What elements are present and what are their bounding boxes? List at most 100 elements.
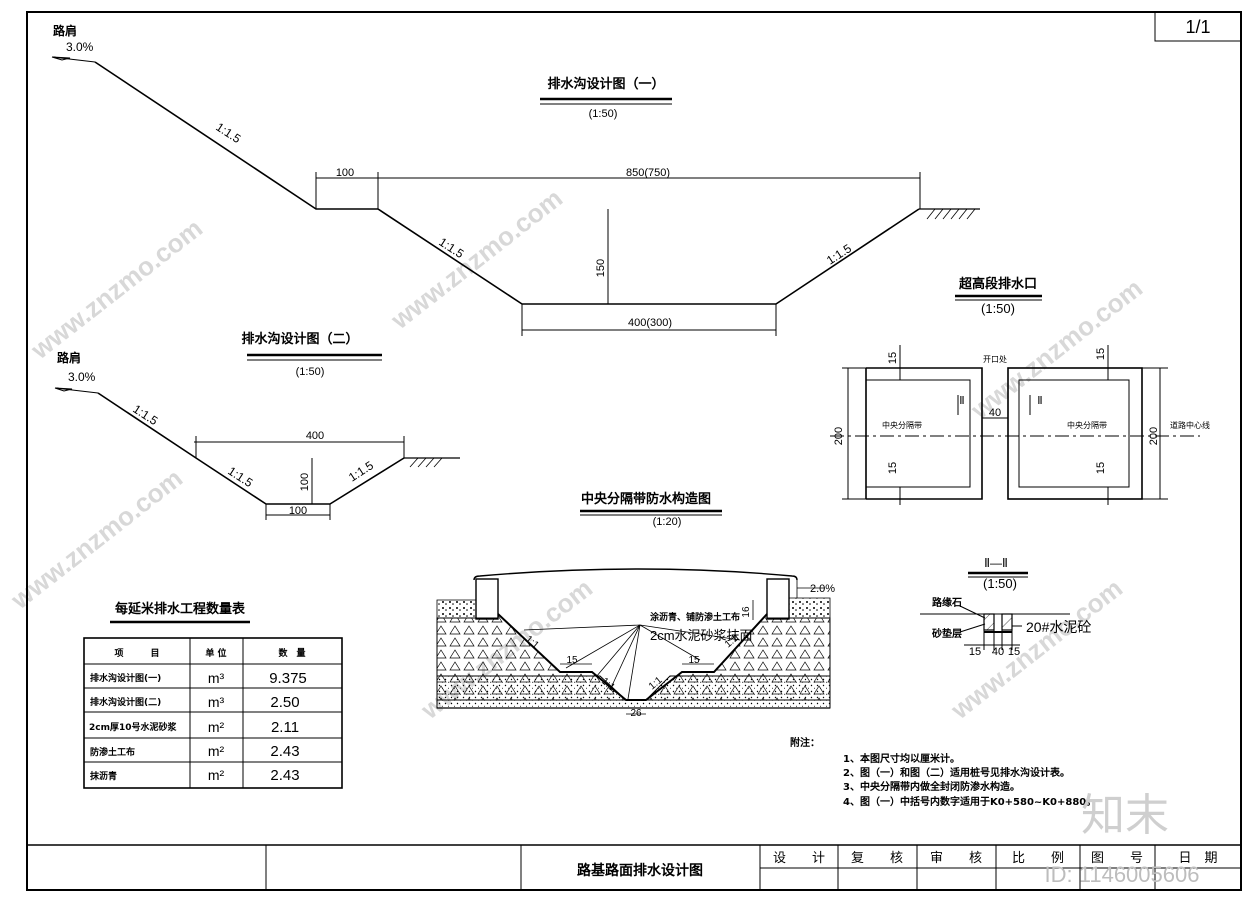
figure-scale: (1:50) xyxy=(983,576,1017,591)
table-cell-qty: 2.43 xyxy=(270,743,299,760)
table-header: 项 目 xyxy=(114,648,159,659)
id-watermark: ID: 1146005606 xyxy=(1045,862,1200,887)
watermark-text: www.znzmo.com xyxy=(384,183,568,336)
curb-label: 路缘石 xyxy=(932,596,962,609)
slope-label: 1:1.5 xyxy=(346,458,376,484)
table-cell-unit: m² xyxy=(208,719,225,735)
table-cell-unit: m³ xyxy=(208,694,225,710)
review-label: 复 核 xyxy=(851,851,903,866)
dim-26: 26 xyxy=(630,708,642,719)
note-mortar: 2cm水泥砂浆抹面 xyxy=(650,628,753,643)
median-label: 中央分隔带 xyxy=(882,420,922,430)
dim-c: 15 xyxy=(1008,646,1020,658)
note-item: 3、中央分隔带内做全封闭防渗水构造。 xyxy=(843,780,1020,793)
figure-scale: (1:50) xyxy=(296,366,325,378)
drawing-frame xyxy=(26,11,1242,891)
table-cell-unit: m² xyxy=(208,767,225,783)
table-cell-qty: 2.43 xyxy=(270,767,299,784)
concrete-label: 20#水泥砼 xyxy=(1026,619,1091,635)
ditch-profile-line xyxy=(94,61,920,305)
scale-label: 比 例 xyxy=(1012,851,1064,866)
figure-title: 排水沟设计图（一） xyxy=(547,76,664,92)
dim-b: 40 xyxy=(992,646,1004,658)
watermark-layer: www.znzmo.com www.znzmo.com www.znzmo.co… xyxy=(4,183,1148,726)
table-cell-item: 防渗土工布 xyxy=(90,746,135,758)
dim-bottom-width: 100 xyxy=(289,505,307,517)
dimension-lines xyxy=(315,172,921,336)
notes-heading: 附注： xyxy=(790,736,820,749)
centerline-label: 道路中心线 xyxy=(1170,420,1210,430)
dim-height: 200 xyxy=(1148,427,1160,445)
note-item: 2、图（一）和图（二）适用桩号见排水沟设计表。 xyxy=(843,766,1070,779)
approve-label: 审 核 xyxy=(930,851,982,866)
slope-label: 1:1.5 xyxy=(824,241,854,267)
table-cell-qty: 2.50 xyxy=(270,694,299,711)
table-cell-unit: m³ xyxy=(208,670,225,686)
dim-height: 200 xyxy=(833,427,845,445)
watermark-text: www.znzmo.com xyxy=(24,213,208,366)
table-header: 单 位 xyxy=(205,647,226,659)
table-cell-item: 抹沥青 xyxy=(90,770,117,782)
shoulder-grade: 3.0% xyxy=(66,40,94,54)
section-mark: Ⅱ xyxy=(1037,395,1042,407)
ground-hatch xyxy=(409,457,443,468)
figure-title: Ⅱ—Ⅱ xyxy=(984,556,1008,570)
figure-title: 中央分隔带防水构造图 xyxy=(581,491,711,507)
title-block: 路基路面排水设计图 设 计 复 核 审 核 比 例 图 号 日 期 xyxy=(27,844,1241,890)
shoulder-grade-arrow xyxy=(54,387,99,394)
open-label: 开口处 xyxy=(983,354,1007,364)
median-waterproof-figure: 中央分隔带防水构造图 (1:20) xyxy=(436,491,835,719)
drawing-no-label: 图 号 xyxy=(1091,851,1143,866)
sheet-number: 1/1 xyxy=(1185,17,1210,37)
table-cell-qty: 2.11 xyxy=(271,719,299,736)
drawing-title: 路基路面排水设计图 xyxy=(577,862,703,879)
figure-scale: (1:20) xyxy=(653,516,682,528)
dim-gap: 40 xyxy=(989,407,1001,419)
dim-a: 15 xyxy=(969,646,981,658)
design-label: 设 计 xyxy=(773,851,825,866)
slope-label: 1:1.5 xyxy=(213,120,243,146)
dim-top-width: 400 xyxy=(306,430,324,442)
section-mark: Ⅱ xyxy=(959,395,964,407)
dim-wall: 15 xyxy=(1095,462,1107,474)
dim-depth: 100 xyxy=(299,473,311,491)
dim-bottom-width: 400(300) xyxy=(628,317,672,329)
shoulder-grade: 3.0% xyxy=(68,370,96,384)
table-title: 每延米排水工程数量表 xyxy=(115,601,246,617)
dimension-lines xyxy=(194,436,405,520)
note-asphalt: 涂沥青、铺防渗土工布 xyxy=(650,611,740,623)
dim-15: 15 xyxy=(688,655,700,666)
sand-label: 砂垫层 xyxy=(931,627,962,640)
ditch-design-figure-1: 路肩 3.0% 1:1.5 1:1.5 1:1.5 100 850(750) 1… xyxy=(51,23,980,336)
table-cell-unit: m² xyxy=(208,743,225,759)
dim-wall: 15 xyxy=(887,462,899,474)
dim-wall: 15 xyxy=(1095,348,1107,360)
ditch-design-figure-2: 路肩 3.0% 1:1.5 1:1.5 1:1.5 400 100 100 排水… xyxy=(54,331,460,520)
superelevation-outlet-figure: 超高段排水口 (1:50) 200 200 15 15 15 xyxy=(830,276,1210,505)
figure-title: 超高段排水口 xyxy=(959,276,1037,292)
section-II-figure: Ⅱ—Ⅱ (1:50) 路缘石 砂垫层 20#水泥砼 15 40 15 xyxy=(920,556,1091,658)
median-label: 中央分隔带 xyxy=(1067,420,1107,430)
slope-label: 1:1.5 xyxy=(225,464,255,490)
dim-15: 15 xyxy=(566,655,578,666)
dim-top-width: 850(750) xyxy=(626,167,670,179)
dim-depth: 150 xyxy=(595,259,607,277)
figure-title: 排水沟设计图（二） xyxy=(241,331,358,347)
figure-scale: (1:50) xyxy=(589,108,618,120)
sheet-number-box xyxy=(1154,11,1242,42)
cross-grade: 2.0% xyxy=(810,583,835,595)
quantity-table: 每延米排水工程数量表 项 目 单 位 数 量 排水沟设计图(一) m³ 9.37… xyxy=(83,601,343,789)
ground-hatch xyxy=(926,208,976,220)
figure-scale: (1:50) xyxy=(981,301,1015,316)
shoulder-label: 路肩 xyxy=(53,23,77,38)
watermark-text: www.znzmo.com xyxy=(4,463,188,616)
table-cell-item: 排水沟设计图(一) xyxy=(90,672,161,684)
table-cell-qty: 9.375 xyxy=(269,670,307,687)
shoulder-label: 路肩 xyxy=(57,350,81,365)
note-item: 1、本图尺寸均以厘米计。 xyxy=(843,752,960,765)
table-cell-item: 2cm厚10号水泥砂浆 xyxy=(89,721,177,733)
table-header: 数 量 xyxy=(278,647,305,659)
table-cell-item: 排水沟设计图(二) xyxy=(90,696,161,708)
